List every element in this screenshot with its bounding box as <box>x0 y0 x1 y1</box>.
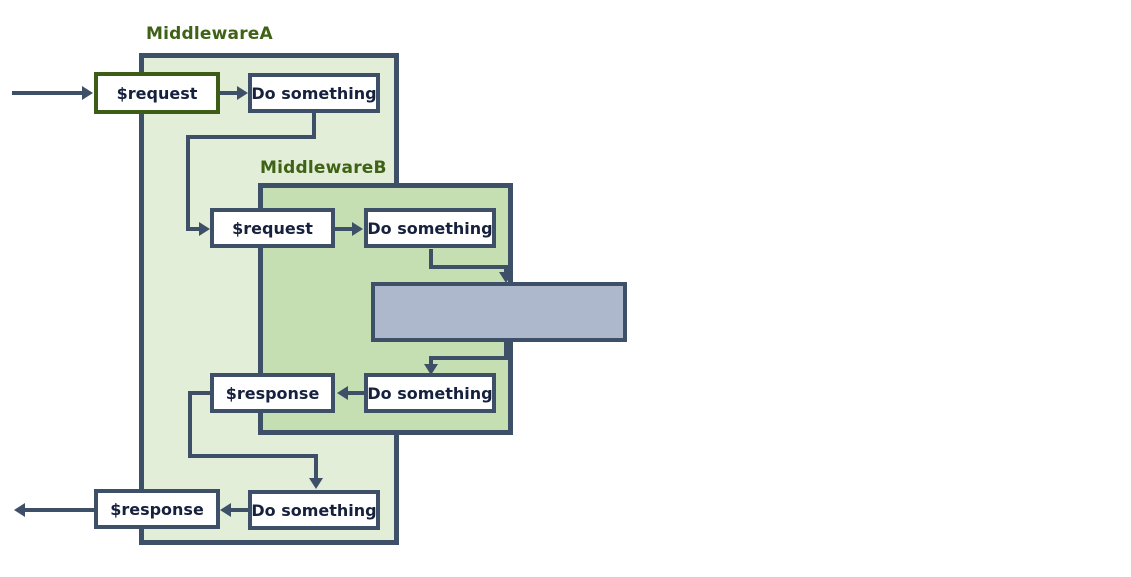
b-request-to-do-head <box>352 222 363 236</box>
node-a-response[interactable]: $response <box>94 489 220 529</box>
b-do-to-core-head <box>499 272 513 283</box>
core-to-b-do-head <box>424 364 438 375</box>
a-do-to-b-request-head <box>199 222 210 236</box>
b-do-to-response-head <box>337 386 348 400</box>
a-do-to-b-request-seg2 <box>186 135 316 139</box>
b-response-to-a-do-head <box>309 478 323 489</box>
a-do-to-b-request-seg4 <box>186 227 201 231</box>
node-a-do-something-in[interactable]: Do something <box>248 73 380 113</box>
exit-arrow-head <box>14 503 25 517</box>
a-request-to-do-line <box>219 91 238 95</box>
b-request-to-do-line <box>334 227 353 231</box>
node-b-do-something-in[interactable]: Do something <box>364 208 496 248</box>
node-b-request[interactable]: $request <box>210 208 335 248</box>
core-to-b-do-seg2 <box>429 356 508 360</box>
node-b-response[interactable]: $response <box>210 373 335 413</box>
b-do-to-core-seg2 <box>429 265 508 269</box>
a-do-to-response-line <box>229 508 251 512</box>
b-response-to-a-do-seg3 <box>188 454 318 458</box>
node-a-request[interactable]: $request <box>94 72 220 114</box>
exit-arrow-line <box>25 508 95 512</box>
core-to-b-do-seg1 <box>504 342 508 360</box>
entry-arrow-head <box>82 86 93 100</box>
a-do-to-response-head <box>220 503 231 517</box>
a-do-to-b-request-seg1 <box>312 113 316 139</box>
node-core-handler[interactable] <box>371 282 627 342</box>
node-a-do-something-out[interactable]: Do something <box>248 490 380 530</box>
b-do-to-core-seg3 <box>504 265 508 276</box>
b-response-to-a-do-seg4 <box>314 454 318 481</box>
node-b-do-something-out[interactable]: Do something <box>364 373 496 413</box>
b-response-to-a-do-seg1 <box>188 391 213 395</box>
b-response-to-a-do-seg2 <box>188 391 192 458</box>
middleware-a-label: MiddlewareA <box>146 24 273 44</box>
a-do-to-b-request-seg3 <box>186 135 190 227</box>
b-do-to-response-line <box>346 391 368 395</box>
core-to-b-do-seg3 <box>429 356 433 368</box>
a-request-to-do-head <box>237 86 248 100</box>
middleware-b-label: MiddlewareB <box>260 158 387 178</box>
b-do-to-core-seg1 <box>429 249 433 269</box>
entry-arrow-line <box>12 91 82 95</box>
